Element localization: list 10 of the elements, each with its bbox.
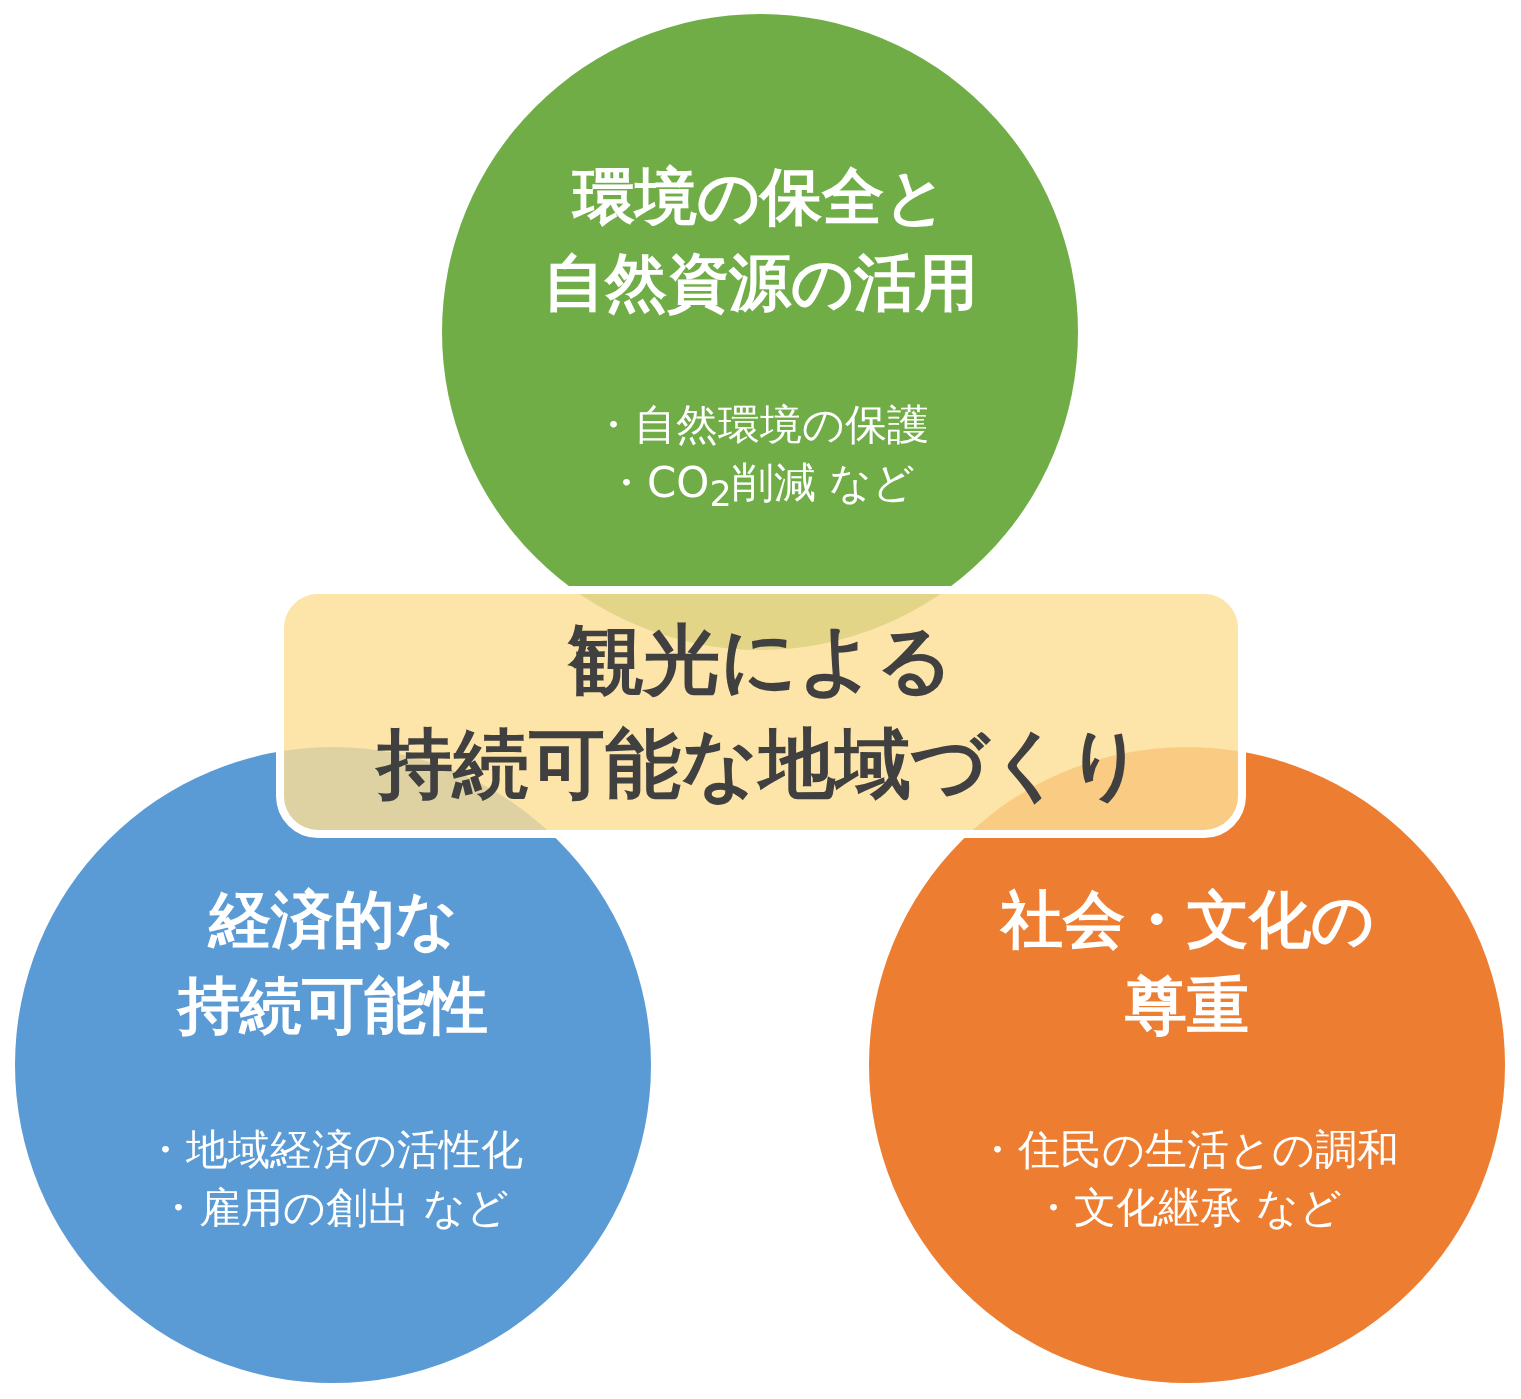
bullet-item: ・雇用の創出 など (156, 1182, 510, 1234)
circle-heading: 環境の保全と自然資源の活用 (542, 159, 978, 321)
bullet-item: ・地域経済の活性化 (143, 1124, 523, 1176)
bullet-item: ・自然環境の保護 (591, 399, 929, 451)
bullet-item: ・住民の生活との調和 (975, 1124, 1399, 1176)
circle-heading: 社会・文化の尊重 (1000, 882, 1374, 1044)
circle-heading: 経済的な持続可能性 (178, 882, 488, 1044)
center-title: 観光による持続可能な地域づくり (377, 614, 1145, 810)
bullet-item: ・文化継承 など (1032, 1182, 1342, 1234)
bullet-item: ・CO$_{2}$削減 など (605, 457, 915, 517)
